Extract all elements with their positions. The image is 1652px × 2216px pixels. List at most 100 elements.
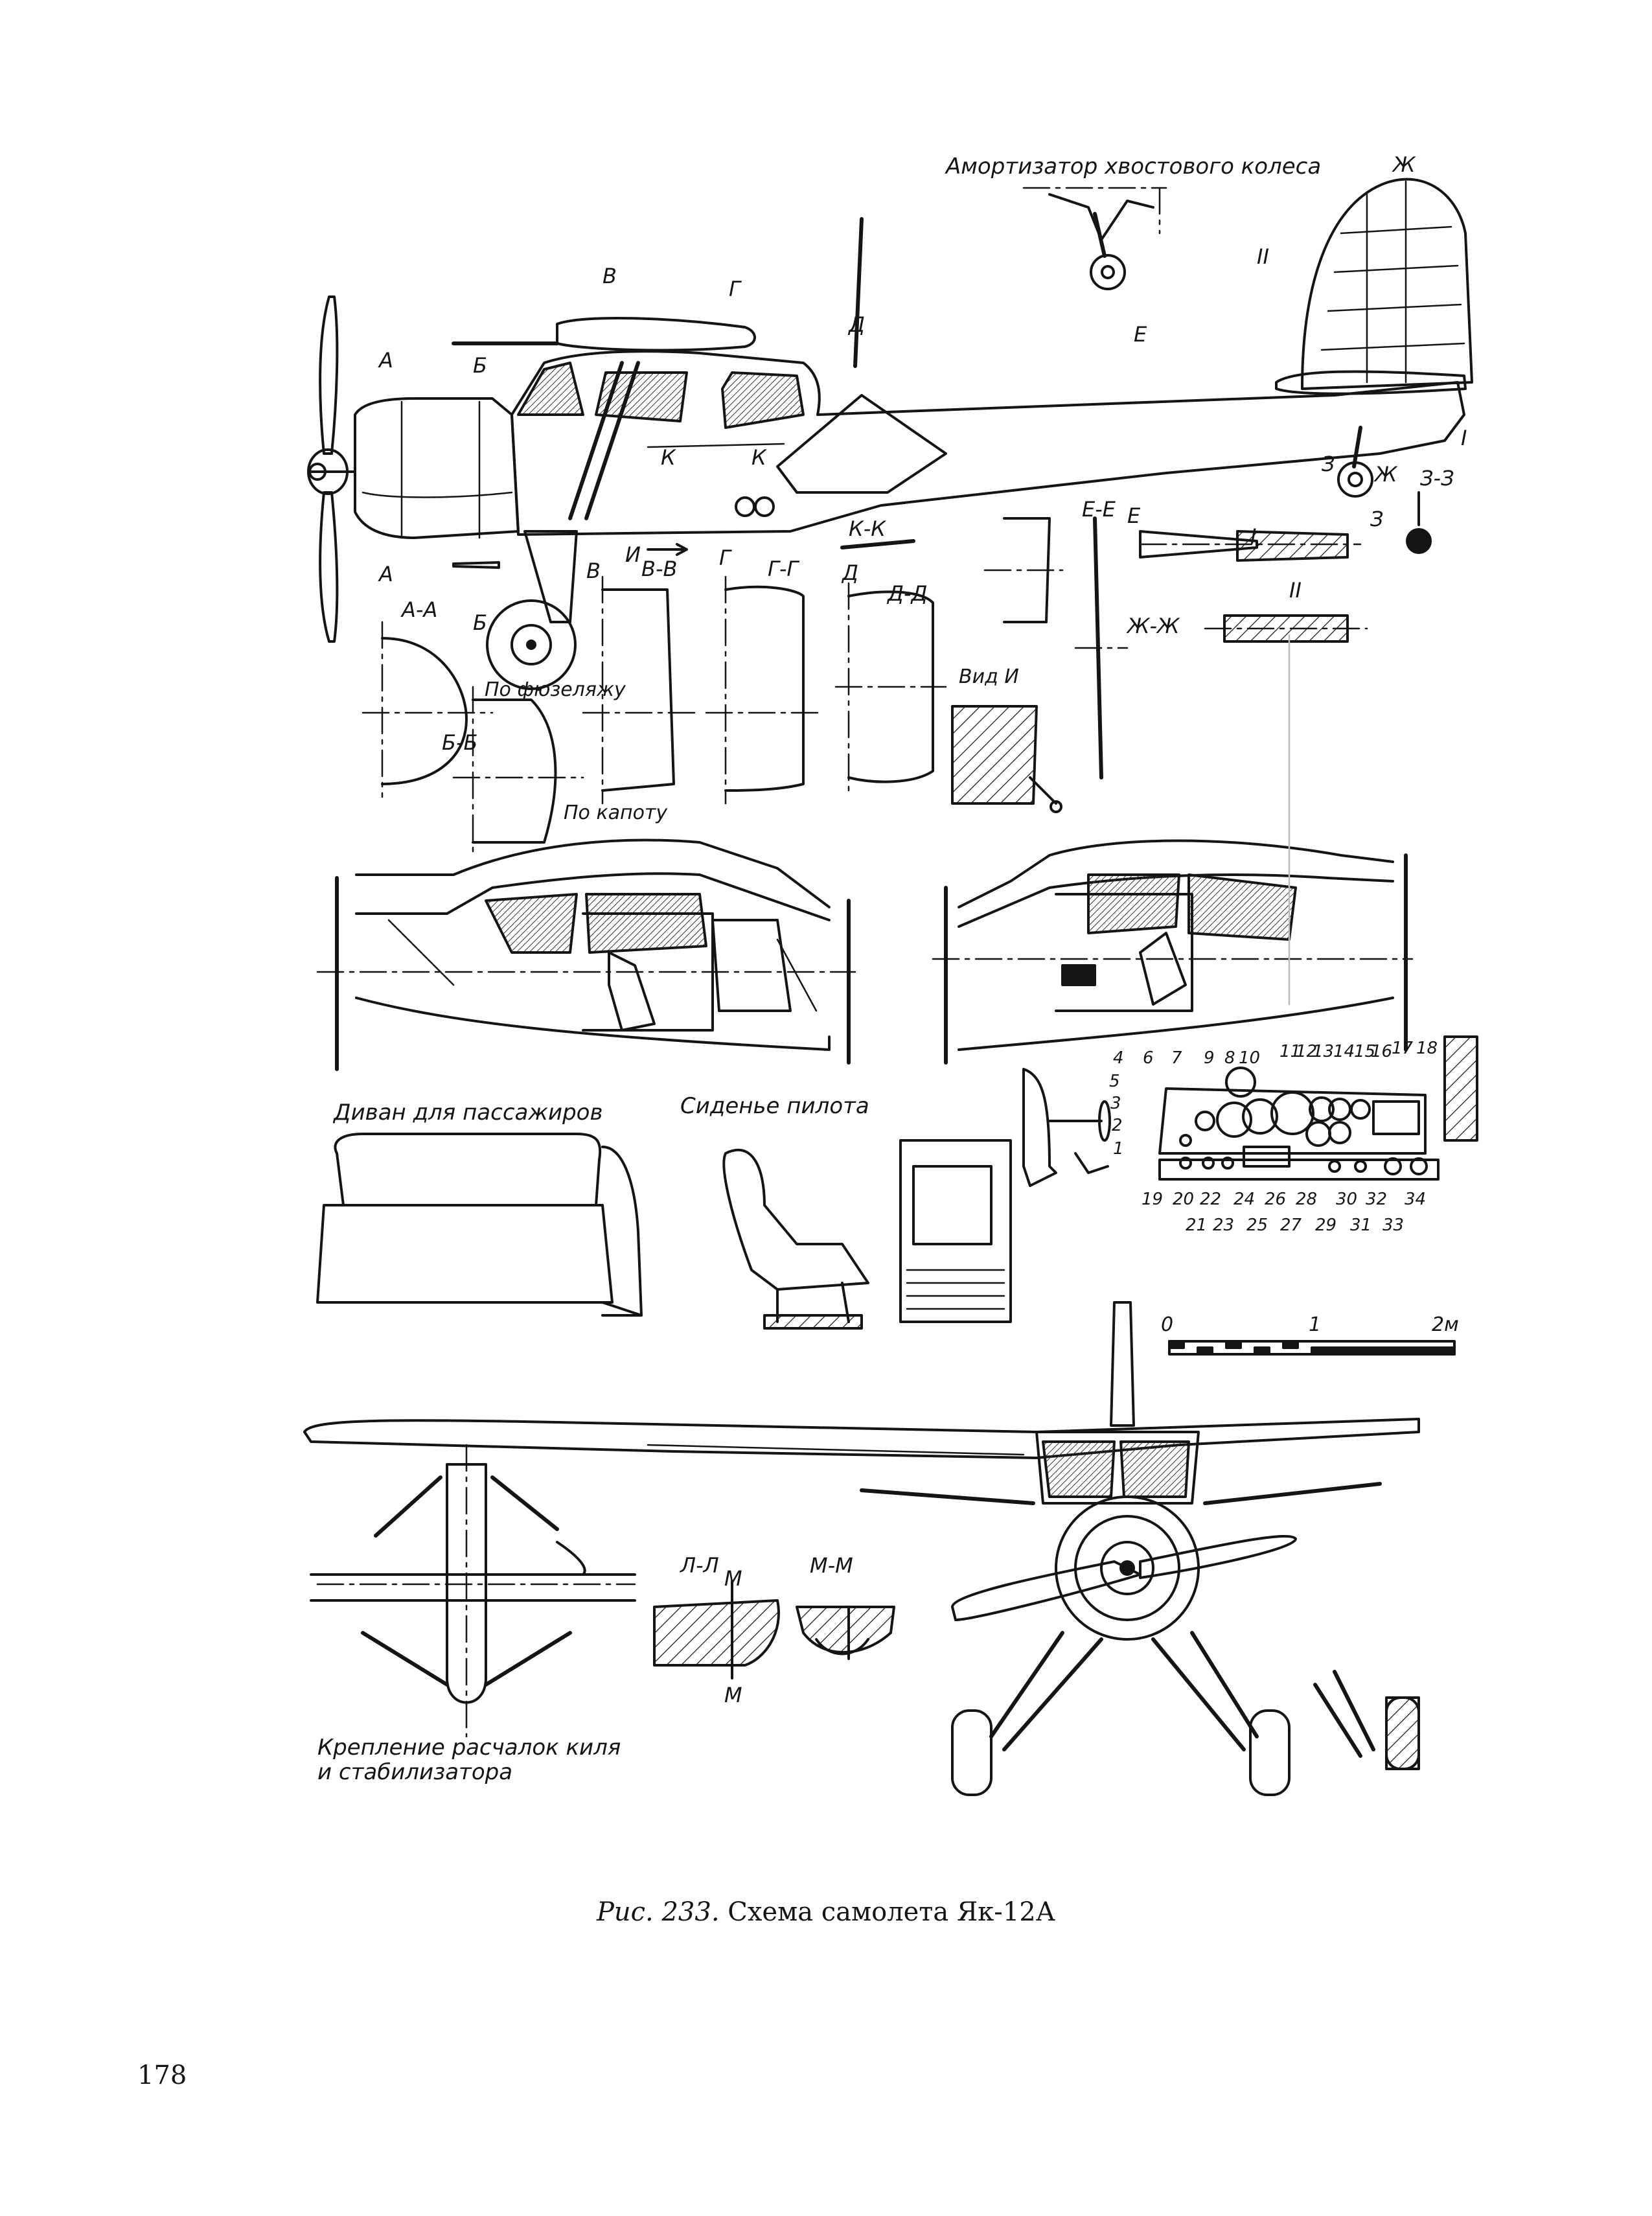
section-mark-e-top: Е [1134,322,1147,347]
panel-number: 24 [1233,1190,1256,1209]
section-title-kk: К-К [849,516,886,541]
engine-cowl [354,397,520,539]
scale-label-0: 0 [1161,1313,1174,1336]
panel-number: 7 [1171,1048,1182,1068]
panel-number: 25 [1246,1216,1268,1235]
panel-number: 3 [1110,1094,1121,1113]
figure-number: Рис. 233. [596,1897,720,1927]
roman-ii-section: II [1289,578,1302,603]
panel-number: 26 [1265,1190,1287,1209]
roman-i-tail: I [1461,426,1467,450]
panel-number: 18 [1416,1039,1438,1058]
propeller-side [307,295,356,643]
panel-number: 32 [1366,1190,1388,1209]
side-view [307,178,1473,690]
section-mark-d-top: Д [849,312,865,337]
section-title-ll: Л-Л [680,1553,719,1578]
label-by-fuselage: По фюзеляжу [485,678,626,701]
wing-front [303,1418,1420,1459]
label-by-cowl: По капоту [564,802,668,824]
instrument-panel [1022,1035,1478,1187]
panel-number: 19 [1141,1190,1164,1209]
front-view [303,1301,1420,1796]
section-mark-z-left: З [1322,452,1335,476]
panel-number: 13 [1313,1042,1335,1061]
section-mark-b-bottom: Б [473,610,487,635]
panel-number: 22 [1200,1190,1222,1209]
panel-number: 4 [1113,1048,1124,1068]
panel-number: 12 [1296,1042,1318,1061]
label-tail-wheel-shock: Амортизатор хвостового колеса [946,154,1322,179]
vertical-tail [1301,178,1473,390]
panel-number: 28 [1296,1190,1318,1209]
scale-label-2m: 2м [1432,1313,1459,1336]
panel-number: 16 [1371,1042,1393,1061]
panel-number: 15 [1354,1042,1376,1061]
propeller-front [951,1560,1141,1621]
tail-wheel-shock-inset [1022,187,1167,290]
panel-number: 29 [1315,1216,1337,1235]
pilot-seat [722,1139,1012,1330]
section-m-m [796,1606,895,1660]
section-title-ee: Е-Е [1082,497,1116,522]
panel-number: 21 [1186,1216,1208,1235]
section-mark-a-top: А [379,348,393,373]
panel-number: 30 [1336,1190,1358,1209]
panel-number: 20 [1173,1190,1195,1209]
panel-number: 10 [1239,1048,1261,1068]
section-mark-i-arrow: И [625,542,641,567]
panel-number: 2 [1112,1116,1123,1135]
label-pilot-seat: Сиденье пилота [680,1093,869,1119]
section-mark-k-left: К [661,445,676,470]
section-title-zz: З-З [1420,466,1454,491]
section-sketches [361,491,1432,857]
section-mark-g-bottom: Г [719,546,731,570]
section-mark-v-top: В [602,264,617,288]
panel-number: 34 [1405,1190,1427,1209]
section-mark-m-top: М [724,1566,742,1591]
section-mark-e-mid: Е [1127,503,1141,528]
section-mark-m-bottom: М [724,1683,742,1707]
roman-ii-top: II [1257,244,1269,269]
fuselage [511,350,1465,536]
section-mark-d-bottom: Д [842,560,858,585]
section-mark-zh-top: Ж [1393,152,1416,177]
section-title-bb: Б-Б [442,730,478,755]
panel-number: 1 [1113,1139,1124,1159]
section-mark-a-bottom: А [379,562,393,586]
strut-mount-detail [310,1444,636,1738]
section-mark-g-top: Г [729,277,740,301]
figure-caption: Рис. 233. Схема самолета Як-12А [0,1897,1652,1927]
cabin-left-cutaway [316,838,856,1071]
passenger-bench [316,1133,643,1317]
section-mark-k-right: К [751,445,766,470]
section-title-zhzh: Ж-Ж [1127,614,1180,638]
panel-number: 5 [1109,1072,1120,1091]
section-title-aa: А-А [402,597,438,622]
label-strut-mount-line2: и стабилизатора [317,1759,513,1785]
panel-number: 23 [1213,1216,1235,1235]
right-wheel-front [1249,1709,1291,1796]
figure-title: Схема самолета Як-12А [728,1897,1056,1927]
section-title-mm: М-М [810,1553,853,1578]
scale-label-1: 1 [1309,1313,1322,1336]
panel-number: 17 [1392,1039,1414,1058]
panel-number: 31 [1350,1216,1372,1235]
section-mark-b-top: Б [473,353,487,378]
section-mark-zh-bottom: Ж [1375,462,1397,487]
panel-number: 27 [1280,1216,1302,1235]
roman-i-section: I [1250,524,1257,549]
label-strut-mount-line1: Крепление расчалок киля [317,1735,621,1760]
main-wheel-side [486,599,577,690]
panel-number: 14 [1333,1042,1355,1061]
section-title-gg: Г-Г [768,557,799,581]
panel-number: 11 [1279,1042,1302,1061]
page-number: 178 [137,2060,187,2090]
label-view-i: Вид И [959,665,1019,688]
panel-number: 33 [1382,1216,1405,1235]
label-passenger-bench: Диван для пассажиров [334,1100,603,1125]
scale-bar [1168,1340,1456,1356]
cabin-right-cutaway [932,839,1414,1065]
section-l-l [653,1580,780,1679]
